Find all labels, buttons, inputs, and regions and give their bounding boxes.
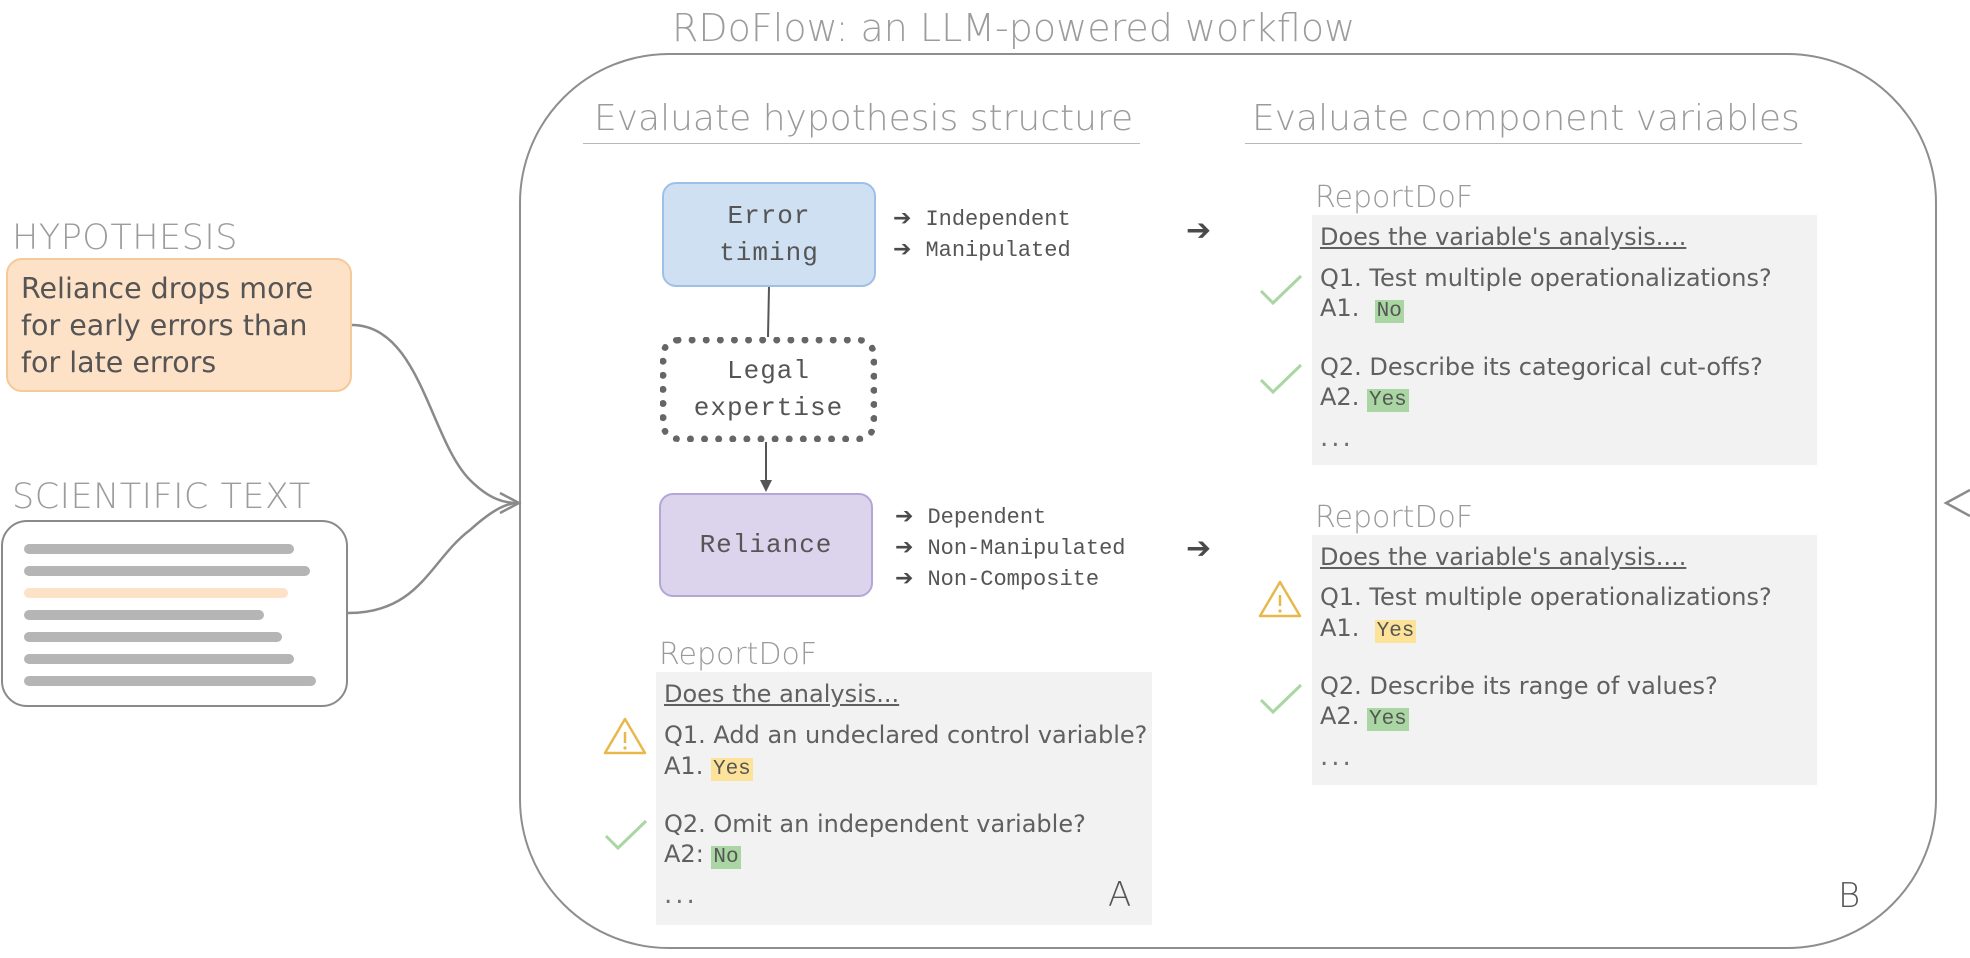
panel-a-letter: A — [1108, 875, 1132, 915]
arrow-icon: ➔ — [893, 206, 912, 231]
report-b1-q1: Q1. Test multiple operationalizations? — [1320, 264, 1772, 292]
arrow-icon: ➔ — [1186, 531, 1212, 566]
panel-a-title: Evaluate hypothesis structure — [594, 98, 1134, 139]
edge-arrowhead-icon — [760, 480, 772, 492]
attr-row: ➔ Independent — [893, 204, 1071, 235]
scientific-text-label: SCIENTIFIC TEXT — [12, 477, 311, 517]
node-error-timing: Error timing — [662, 182, 876, 287]
report-b1-title: ReportDoF — [1315, 180, 1474, 215]
report-a-title: ReportDoF — [659, 637, 818, 672]
report-a-a1: A1. Yes — [664, 752, 753, 781]
report-a-q2: Q2. Omit an independent variable? — [664, 810, 1086, 838]
text-line — [24, 632, 282, 642]
answer-badge: Yes — [710, 758, 753, 781]
scientific-text-box — [1, 520, 348, 707]
arrow-icon: ➔ — [895, 535, 914, 560]
report-b2-a1: A1. Yes — [1320, 614, 1417, 643]
attr-value: Manipulated — [925, 238, 1071, 263]
answer-label: A1. — [1320, 614, 1360, 642]
attr-value: Dependent — [927, 505, 1047, 530]
edge-error-legal — [767, 286, 770, 338]
report-b2-title: ReportDoF — [1315, 500, 1474, 535]
hypothesis-connector — [351, 323, 519, 505]
diagram-title: RDoFlow: an LLM-powered workflow — [672, 6, 1356, 50]
error-timing-attributes: ➔ Independent ➔ Manipulated — [893, 204, 1071, 266]
answer-badge: No — [711, 846, 741, 869]
panel-b-letter: B — [1838, 876, 1861, 916]
frame-arrowhead-icon — [499, 491, 522, 515]
hypothesis-text: Reliance drops more for early errors tha… — [21, 272, 314, 379]
answer-badge: No — [1374, 300, 1404, 323]
node-legal-expertise: Legal expertise — [660, 337, 877, 442]
answer-label: A1. — [1320, 294, 1360, 322]
report-b2-ellipsis: ... — [1320, 742, 1354, 772]
report-b2-q1: Q1. Test multiple operationalizations? — [1320, 583, 1772, 611]
panel-a-divider — [583, 143, 1140, 144]
arrow-icon: ➔ — [1186, 213, 1212, 248]
answer-badge: Yes — [1366, 708, 1409, 731]
check-icon — [1259, 274, 1303, 306]
node-reliance: Reliance — [659, 493, 873, 597]
check-icon — [604, 819, 648, 851]
attr-value: Non-Composite — [927, 567, 1100, 592]
report-a-a2: A2: No — [664, 840, 741, 869]
answer-badge: Yes — [1374, 620, 1417, 643]
report-b1-box: Does the variable's analysis.... Q1. Tes… — [1312, 215, 1817, 465]
report-b1-q2: Q2. Describe its categorical cut-offs? — [1320, 353, 1763, 381]
right-edge-arrowhead-icon — [1943, 488, 1970, 518]
report-b1-heading: Does the variable's analysis.... — [1320, 223, 1687, 251]
check-icon — [1259, 683, 1303, 715]
hypothesis-label: HYPOTHESIS — [12, 218, 238, 258]
text-line — [24, 544, 294, 554]
text-line — [24, 610, 264, 620]
attr-row: ➔ Non-Composite — [895, 564, 1125, 595]
report-b1-ellipsis: ... — [1320, 423, 1354, 453]
report-a-q1: Q1. Add an undeclared control variable? — [664, 721, 1148, 749]
arrow-icon: ➔ — [895, 566, 914, 591]
hypothesis-box: Reliance drops more for early errors tha… — [6, 258, 352, 392]
report-b1-a2: A2. Yes — [1320, 383, 1409, 412]
attr-row: ➔ Non-Manipulated — [895, 533, 1125, 564]
attr-row: ➔ Manipulated — [893, 235, 1071, 266]
answer-label: A2: — [664, 840, 704, 868]
attr-value: Independent — [925, 207, 1071, 232]
warning-icon — [603, 717, 647, 755]
report-a-box: Does the analysis... Q1. Add an undeclar… — [656, 672, 1152, 925]
text-line-highlighted — [24, 588, 288, 598]
answer-label: A1. — [664, 752, 704, 780]
report-b2-heading: Does the variable's analysis.... — [1320, 543, 1687, 571]
report-b2-a2: A2. Yes — [1320, 702, 1409, 731]
text-line — [24, 566, 310, 576]
text-connector — [347, 501, 519, 615]
panel-b-divider — [1245, 143, 1802, 144]
text-line — [24, 654, 294, 664]
report-b1-a1: A1. No — [1320, 294, 1404, 323]
reliance-attributes: ➔ Dependent ➔ Non-Manipulated ➔ Non-Composi… — [895, 502, 1125, 595]
report-b2-box: Does the variable's analysis.... Q1. Tes… — [1312, 535, 1817, 785]
warning-icon — [1258, 580, 1302, 618]
answer-label: A2. — [1320, 702, 1360, 730]
answer-label: A2. — [1320, 383, 1360, 411]
text-line — [24, 676, 316, 686]
workflow-frame — [519, 53, 1937, 949]
attr-value: Non-Manipulated — [927, 536, 1126, 561]
arrow-icon: ➔ — [893, 237, 912, 262]
panel-b-title: Evaluate component variables — [1252, 98, 1800, 139]
report-a-ellipsis: ... — [664, 880, 698, 910]
arrow-icon: ➔ — [895, 504, 914, 529]
report-a-heading: Does the analysis... — [664, 680, 900, 708]
report-b2-q2: Q2. Describe its range of values? — [1320, 672, 1718, 700]
check-icon — [1259, 363, 1303, 395]
answer-badge: Yes — [1366, 389, 1409, 412]
attr-row: ➔ Dependent — [895, 502, 1125, 533]
